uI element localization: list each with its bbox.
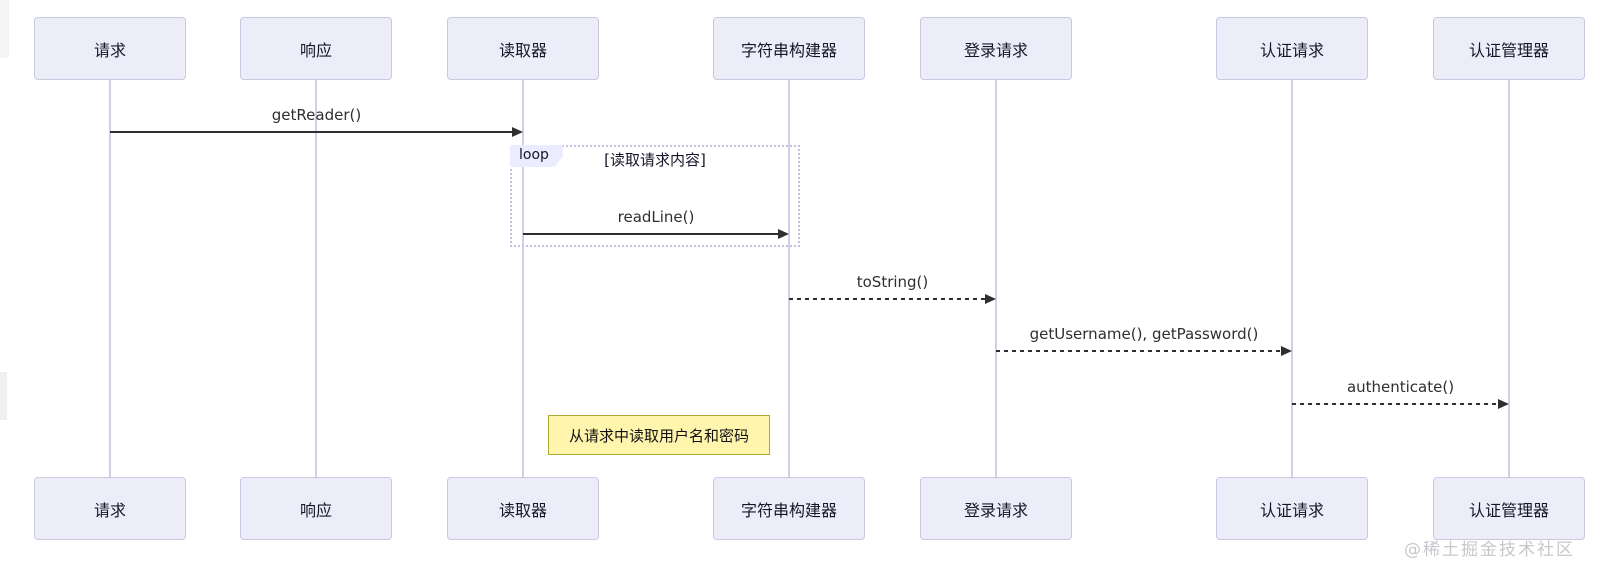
page-edge-artifact-top [0, 0, 9, 58]
lifeline-reader [522, 80, 524, 477]
participant-label: 字符串构建器 [740, 500, 837, 520]
participant-reader-bottom: 读取器 [447, 477, 599, 540]
message-label-3: toString() [856, 273, 929, 291]
participant-label: 响应 [299, 40, 332, 60]
message-label-1: getReader() [271, 106, 362, 124]
watermark: @稀土掘金技术社区 [1404, 540, 1575, 560]
participant-label: 读取器 [498, 40, 547, 60]
participant-string-builder-top: 字符串构建器 [713, 17, 865, 80]
lifeline-auth-manager [1508, 80, 1510, 477]
participant-label: 字符串构建器 [740, 40, 837, 60]
lifeline-string-builder [788, 80, 790, 477]
participant-label: 认证管理器 [1468, 40, 1549, 60]
message-label-5: authenticate() [1346, 378, 1455, 396]
loop-label-tag: loop [510, 145, 563, 167]
message-label-4: getUsername(), getPassword() [1029, 325, 1259, 343]
participant-response-bottom: 响应 [240, 477, 392, 540]
arrowhead-icon [985, 294, 996, 304]
arrowhead-icon [1281, 346, 1292, 356]
arrowhead-icon [778, 229, 789, 239]
message-line-4 [996, 350, 1282, 352]
participant-auth-manager-top: 认证管理器 [1433, 17, 1585, 80]
note: 从请求中读取用户名和密码 [548, 415, 770, 455]
message-label-2: readLine() [617, 208, 695, 226]
loop-fragment [510, 145, 800, 247]
message-line-5 [1292, 403, 1499, 405]
participant-label: 读取器 [498, 500, 547, 520]
arrowhead-icon [512, 127, 523, 137]
participant-auth-request-bottom: 认证请求 [1216, 477, 1368, 540]
lifeline-request [109, 80, 111, 477]
arrowhead-icon [1498, 399, 1509, 409]
participant-label: 请求 [93, 40, 126, 60]
participant-label: 认证管理器 [1468, 500, 1549, 520]
participant-label: 认证请求 [1259, 500, 1324, 520]
participant-auth-request-top: 认证请求 [1216, 17, 1368, 80]
participant-response-top: 响应 [240, 17, 392, 80]
participant-label: 登录请求 [963, 500, 1028, 520]
participant-auth-manager-bottom: 认证管理器 [1433, 477, 1585, 540]
message-line-2 [523, 233, 779, 235]
lifeline-login-request [995, 80, 997, 477]
participant-login-request-bottom: 登录请求 [920, 477, 1072, 540]
participant-reader-top: 读取器 [447, 17, 599, 80]
participant-label: 登录请求 [963, 40, 1028, 60]
message-line-1 [110, 131, 513, 133]
participant-string-builder-bottom: 字符串构建器 [713, 477, 865, 540]
participant-request-top: 请求 [34, 17, 186, 80]
lifeline-response [315, 80, 317, 477]
participant-label: 响应 [299, 500, 332, 520]
participant-label: 请求 [93, 500, 126, 520]
lifeline-auth-request [1291, 80, 1293, 477]
loop-condition-label: [读取请求内容] [604, 151, 706, 169]
page-edge-artifact-mid [0, 372, 7, 420]
participant-label: 认证请求 [1259, 40, 1324, 60]
participant-request-bottom: 请求 [34, 477, 186, 540]
message-line-3 [789, 298, 986, 300]
participant-login-request-top: 登录请求 [920, 17, 1072, 80]
